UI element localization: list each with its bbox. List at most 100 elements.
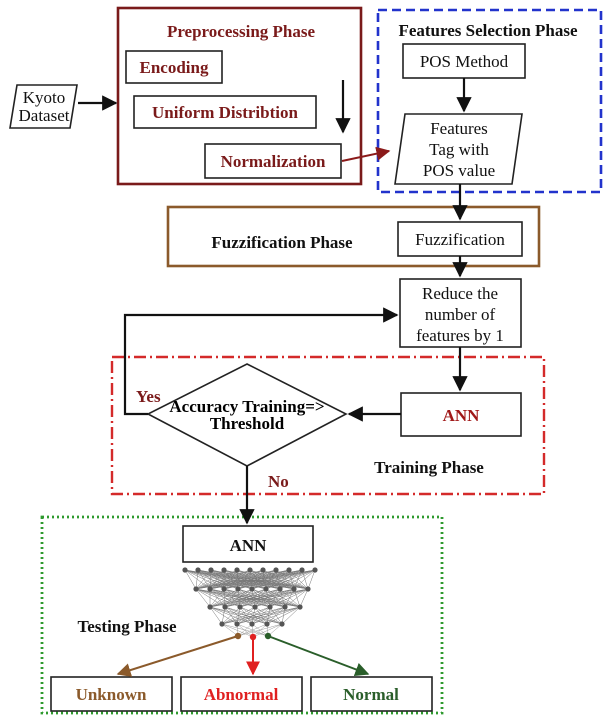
nn-connection xyxy=(195,569,251,590)
nn-connection xyxy=(279,569,316,590)
nn-node xyxy=(234,567,240,573)
nn-connection xyxy=(210,569,267,590)
nn-node xyxy=(263,586,269,592)
training-ann-box xyxy=(400,392,522,437)
nn-connection xyxy=(237,588,271,608)
features-tag-node xyxy=(394,113,523,185)
nn-node xyxy=(273,567,279,573)
nn-output-connection xyxy=(236,623,269,637)
nn-connection xyxy=(209,588,256,608)
nn-connection xyxy=(251,569,316,590)
nn-connection xyxy=(195,569,238,590)
nn-node xyxy=(234,621,240,627)
nn-connection xyxy=(209,588,253,608)
nn-node xyxy=(207,604,213,610)
nn-node xyxy=(195,567,201,573)
nn-node xyxy=(247,567,253,573)
normalization-label: Normalization xyxy=(221,152,326,171)
nn-connection xyxy=(223,588,271,608)
nn-connection xyxy=(210,569,253,590)
nn-connection xyxy=(195,569,303,590)
nn-connection xyxy=(209,588,225,608)
no-label: No xyxy=(268,472,289,491)
nn-node xyxy=(249,586,255,592)
abnormal-label: Abnormal xyxy=(204,685,279,704)
nn-connection xyxy=(269,588,309,608)
normal-box xyxy=(310,676,433,712)
nn-node xyxy=(219,621,225,627)
nn-connection xyxy=(265,569,316,590)
nn-connection xyxy=(195,569,290,590)
nn-node xyxy=(264,621,270,627)
nn-connection xyxy=(195,569,212,590)
nn-connection xyxy=(251,606,301,625)
nn-connection xyxy=(195,569,199,590)
nn-connection xyxy=(236,569,295,590)
nn-connection xyxy=(209,588,239,608)
nn-connection xyxy=(254,588,309,608)
nn-output-connection xyxy=(221,623,239,637)
training-phase-title: Training Phase xyxy=(374,458,484,477)
nn-connection xyxy=(184,569,225,590)
nn-connection xyxy=(195,588,226,608)
uniform-distribution-label: Uniform Distribtion xyxy=(152,103,298,122)
reduce-features-label-line1: Reduce the xyxy=(422,284,498,303)
nn-connection xyxy=(209,569,316,590)
nn-node xyxy=(208,567,214,573)
testing-ann-box xyxy=(182,525,314,563)
features-tag-label-line3: POS value xyxy=(423,161,495,180)
nn-connection xyxy=(184,569,197,590)
nn-connection xyxy=(195,588,256,608)
arrow-normalization-to-features-tag xyxy=(341,146,391,162)
nn-node xyxy=(277,586,283,592)
nn-connection xyxy=(249,569,281,590)
nn-connection xyxy=(209,588,271,608)
nn-connection xyxy=(262,569,295,590)
arrow-yes-loop-to-reduce xyxy=(123,307,399,416)
yes-label: Yes xyxy=(136,387,161,406)
reduce-features-label-line3: features by 1 xyxy=(416,326,504,345)
nn-node xyxy=(222,604,228,610)
nn-connection xyxy=(284,588,309,608)
encoding-label: Encoding xyxy=(140,58,209,77)
nn-connection xyxy=(239,588,309,608)
testing-phase-title: Testing Phase xyxy=(77,617,176,636)
nn-connection xyxy=(209,588,281,608)
kyoto-dataset-label-line2: Dataset xyxy=(19,106,70,125)
nn-connection xyxy=(299,588,309,608)
nn-connection xyxy=(221,606,226,625)
nn-connection xyxy=(184,569,239,590)
nn-connection xyxy=(197,569,225,590)
decision-label-line2: Threshold xyxy=(210,414,285,433)
nn-output-connection xyxy=(221,623,269,637)
nn-connection xyxy=(307,569,316,590)
nn-node xyxy=(299,567,305,573)
nn-connection xyxy=(209,588,309,608)
testing-ann-label: ANN xyxy=(230,536,268,555)
nn-node xyxy=(312,567,318,573)
nn-node xyxy=(221,586,227,592)
nn-connection xyxy=(249,569,295,590)
nn-connection xyxy=(195,569,225,590)
nn-node xyxy=(267,604,273,610)
nn-connection xyxy=(195,588,241,608)
nn-connection xyxy=(265,588,301,608)
nn-connection xyxy=(209,588,267,608)
nn-connection xyxy=(236,569,281,590)
nn-connection xyxy=(251,588,256,608)
nn-connection xyxy=(221,606,241,625)
features-selection-phase-frame xyxy=(376,8,603,194)
nn-connection xyxy=(221,606,301,625)
nn-node xyxy=(235,586,241,592)
nn-connection xyxy=(275,569,309,590)
nn-node xyxy=(207,586,213,592)
features-tag-label-line2: Tag with xyxy=(429,140,489,159)
nn-node xyxy=(182,567,188,573)
nn-node xyxy=(291,586,297,592)
nn-connection xyxy=(223,569,281,590)
nn-node xyxy=(286,567,292,573)
nn-output-connection xyxy=(236,623,254,638)
decision-label-line1: Accuracy Training=> xyxy=(169,397,324,416)
nn-connection xyxy=(223,569,253,590)
